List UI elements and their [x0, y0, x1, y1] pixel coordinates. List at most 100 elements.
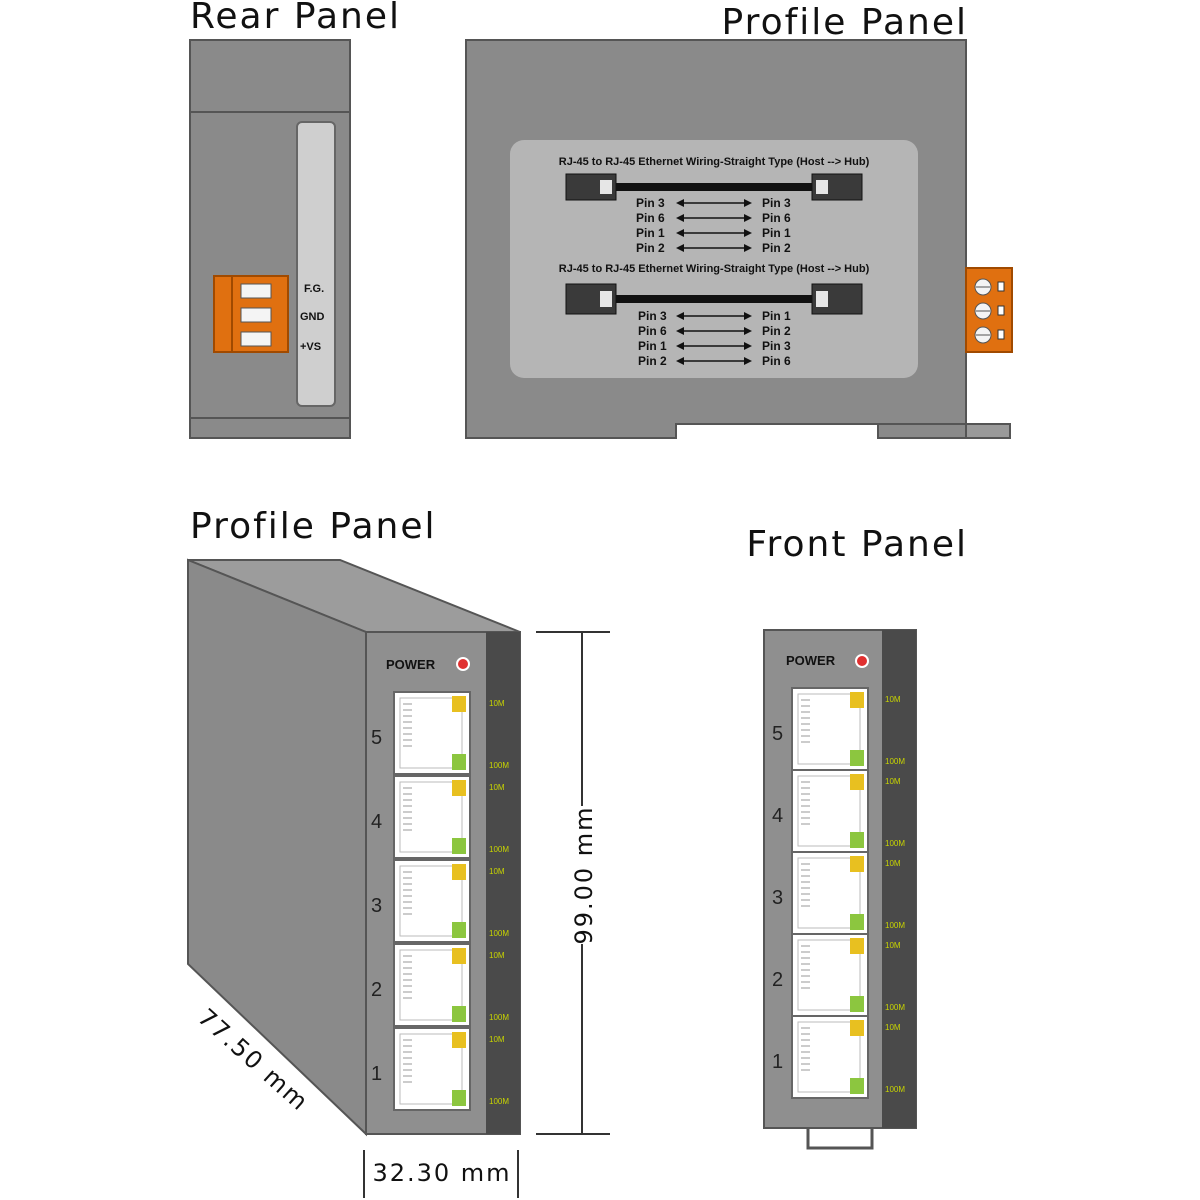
profile-port-3: 10M 100M 3: [371, 859, 509, 943]
port-number: 2: [772, 969, 783, 991]
led-label-100m: 100M: [489, 845, 509, 854]
port-number: 1: [371, 1063, 382, 1085]
svg-text:Pin 6: Pin 6: [762, 354, 791, 368]
svg-text:Pin 1: Pin 1: [762, 309, 791, 323]
led-label-10m: 10M: [885, 941, 901, 950]
svg-text:Pin 3: Pin 3: [762, 339, 791, 353]
led-100m: [452, 754, 466, 770]
rear-panel: F.G. GND +VS: [189, 39, 351, 439]
led-100m: [850, 996, 864, 1012]
svg-text:Pin 3: Pin 3: [762, 196, 791, 210]
width-dimension-label: 32.30 mm: [372, 1159, 511, 1187]
terminal-label-gnd: GND: [300, 311, 325, 323]
led-label-100m: 100M: [489, 1097, 509, 1106]
svg-text:Pin 2: Pin 2: [762, 324, 791, 338]
svg-text:Pin 3: Pin 3: [636, 196, 665, 210]
power-led-3d: [456, 657, 470, 671]
wiring-cross-title: RJ-45 to RJ-45 Ethernet Wiring-Straight …: [559, 263, 870, 275]
led-label-10m: 10M: [885, 859, 901, 868]
profile-port-1: 10M 100M 1: [371, 1027, 509, 1111]
profile-panel-top: RJ-45 to RJ-45 Ethernet Wiring-Straight …: [465, 39, 1013, 439]
svg-text:Pin 2: Pin 2: [638, 354, 667, 368]
svg-text:Pin 6: Pin 6: [762, 211, 791, 225]
led-100m: [452, 1090, 466, 1106]
svg-text:Pin 1: Pin 1: [638, 339, 667, 353]
led-100m: [850, 832, 864, 848]
svg-text:Pin 2: Pin 2: [636, 241, 665, 255]
led-100m: [452, 838, 466, 854]
led-label-10m: 10M: [885, 695, 901, 704]
port-number: 1: [772, 1051, 783, 1073]
front-foot: [806, 1128, 874, 1150]
front-port-2: 10M 100M 2: [772, 933, 905, 1017]
led-100m: [850, 750, 864, 766]
svg-text:Pin 2: Pin 2: [762, 241, 791, 255]
front-port-1: 10M 100M 1: [772, 1015, 905, 1099]
port-number: 4: [371, 811, 382, 833]
svg-text:Pin 6: Pin 6: [636, 211, 665, 225]
led-strip-front: [882, 630, 916, 1128]
led-label-100m: 100M: [885, 921, 905, 930]
front-port-4: 10M 100M 4: [772, 769, 905, 853]
led-label-10m: 10M: [489, 951, 505, 960]
led-label-100m: 100M: [489, 1013, 509, 1022]
led-label-10m: 10M: [489, 1035, 505, 1044]
profile-panel-3d: POWER 10M100M510M100M410M100M310M100M210…: [187, 558, 521, 1137]
led-10m: [850, 856, 864, 872]
front-panel: POWER 10M100M510M100M410M100M310M100M210…: [763, 629, 917, 1150]
profile-port-2: 10M 100M 2: [371, 943, 509, 1027]
led-100m: [452, 1006, 466, 1022]
profile-panel-title-bottom: Profile Panel: [190, 506, 437, 547]
straight-cable: [565, 173, 863, 201]
terminal-block: [213, 275, 289, 353]
front-port-3: 10M 100M 3: [772, 851, 905, 935]
dimension-height: 99.00 mm: [536, 631, 610, 1135]
led-10m: [850, 938, 864, 954]
led-10m: [452, 696, 466, 712]
led-10m: [452, 780, 466, 796]
front-port-5: 10M 100M 5: [772, 687, 905, 771]
led-100m: [850, 914, 864, 930]
led-10m: [452, 948, 466, 964]
port-number: 4: [772, 805, 783, 827]
led-10m: [850, 1020, 864, 1036]
cross-pin-map: Pin 3 Pin 6 Pin 1 Pin 2 Pin 1 Pin 2 Pin …: [638, 309, 791, 368]
svg-text:Pin 6: Pin 6: [638, 324, 667, 338]
port-stack-front: 10M 100M 5 10M 100M 4 10M 100M 3 10M 100M 2 10M 100M 1: [772, 687, 905, 1099]
terminal-label-fg: F.G.: [304, 283, 324, 295]
led-label-10m: 10M: [885, 777, 901, 786]
power-label-front: POWER: [786, 653, 836, 668]
svg-text:Pin 1: Pin 1: [636, 226, 665, 240]
led-10m: [850, 774, 864, 790]
led-100m: [850, 1078, 864, 1094]
port-number: 3: [371, 895, 382, 917]
terminal-label-vs: +VS: [300, 341, 321, 353]
rear-label-strip: [296, 121, 336, 407]
led-label-100m: 100M: [489, 929, 509, 938]
port-number: 3: [772, 887, 783, 909]
port-number: 2: [371, 979, 382, 1001]
led-label-10m: 10M: [489, 867, 505, 876]
straight-pin-map: Pin 3 Pin 6 Pin 1 Pin 2 Pin 3 Pin 6 Pin …: [636, 196, 791, 255]
led-label-100m: 100M: [885, 1085, 905, 1094]
wiring-straight-title: RJ-45 to RJ-45 Ethernet Wiring-Straight …: [559, 156, 870, 168]
port-number: 5: [772, 723, 783, 745]
side-terminal-block: [965, 267, 1013, 353]
led-label-100m: 100M: [885, 1003, 905, 1012]
rear-panel-title: Rear Panel: [190, 0, 401, 37]
led-label-10m: 10M: [489, 699, 505, 708]
led-10m: [452, 864, 466, 880]
dimension-width: 32.30 mm: [363, 1150, 519, 1198]
led-label-100m: 100M: [489, 761, 509, 770]
svg-text:Pin 1: Pin 1: [762, 226, 791, 240]
led-label-10m: 10M: [885, 1023, 901, 1032]
front-panel-title: Front Panel: [746, 524, 968, 565]
led-100m: [452, 922, 466, 938]
led-label-100m: 100M: [885, 839, 905, 848]
power-label-3d: POWER: [386, 657, 436, 672]
led-label-100m: 100M: [885, 757, 905, 766]
led-10m: [452, 1032, 466, 1048]
